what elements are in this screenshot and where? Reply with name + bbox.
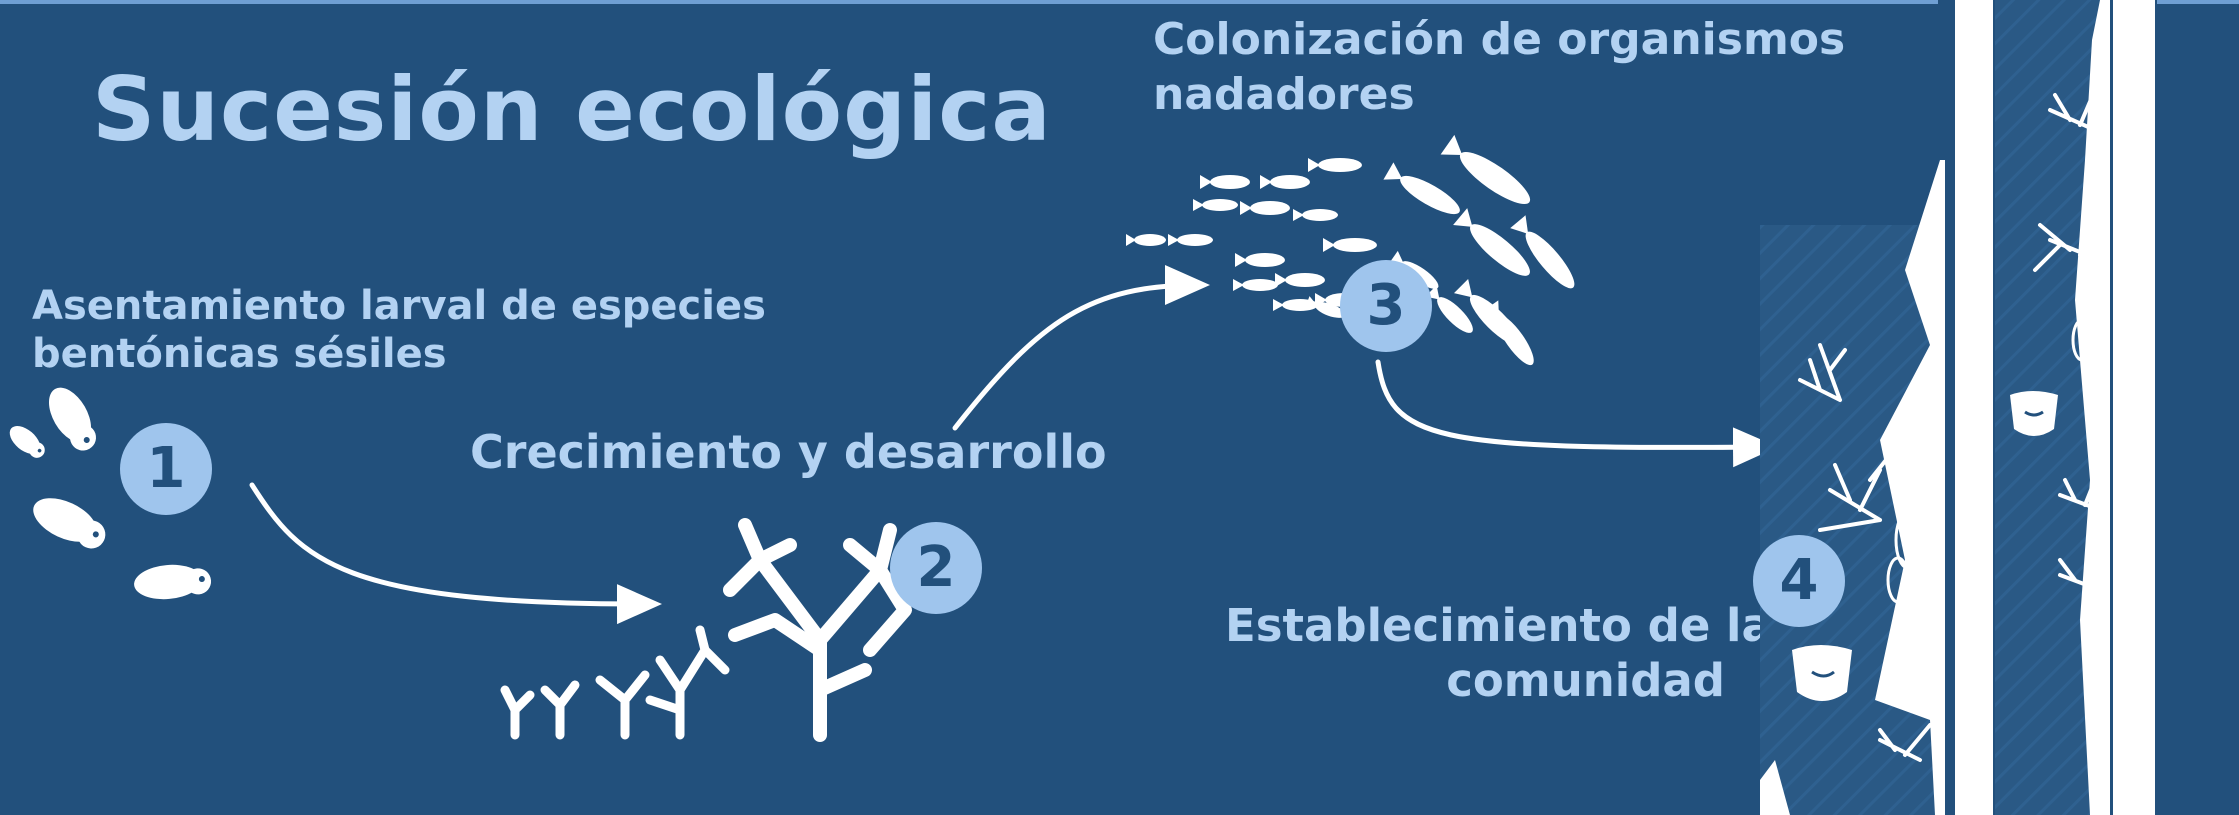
coral-icon [500, 518, 912, 742]
step-1-label-line-2: bentónicas sésiles [32, 331, 447, 377]
larva-icon [9, 387, 212, 600]
step-2-label-line-1: Crecimiento y desarrollo [470, 425, 1107, 479]
step-2-label: Crecimiento y desarrollo [470, 425, 1107, 479]
step-3-badge: 3 [1340, 260, 1432, 352]
diagram-title: Sucesión ecológica [92, 58, 1052, 161]
top-accent-line-right [2157, 0, 2239, 4]
step-4-badge: 4 [1753, 535, 1845, 627]
step-2-badge: 2 [890, 522, 982, 614]
step-3-label: Colonización de organismos nadadores [1153, 12, 1845, 122]
step-4-label-line-2: comunidad [1446, 654, 1725, 707]
fish-school-icon [1126, 134, 1575, 366]
reef-community-icon [1760, 0, 2110, 815]
top-accent-line [0, 0, 1938, 4]
step-4-label: Establecimiento de la comunidad [1225, 598, 1772, 708]
step-4-label-line-1: Establecimiento de la [1225, 599, 1772, 652]
step-1-label-line-1: Asentamiento larval de especies [32, 283, 766, 329]
step-3-label-line-1: Colonización de organismos [1153, 14, 1846, 65]
arrow-icon [249, 265, 1778, 625]
right-strip-2 [2113, 0, 2155, 815]
step-3-label-line-2: nadadores [1153, 69, 1415, 120]
step-1-label: Asentamiento larval de especies bentónic… [32, 282, 766, 378]
step-1-badge: 1 [120, 423, 212, 515]
right-strip-1 [1955, 0, 1993, 815]
